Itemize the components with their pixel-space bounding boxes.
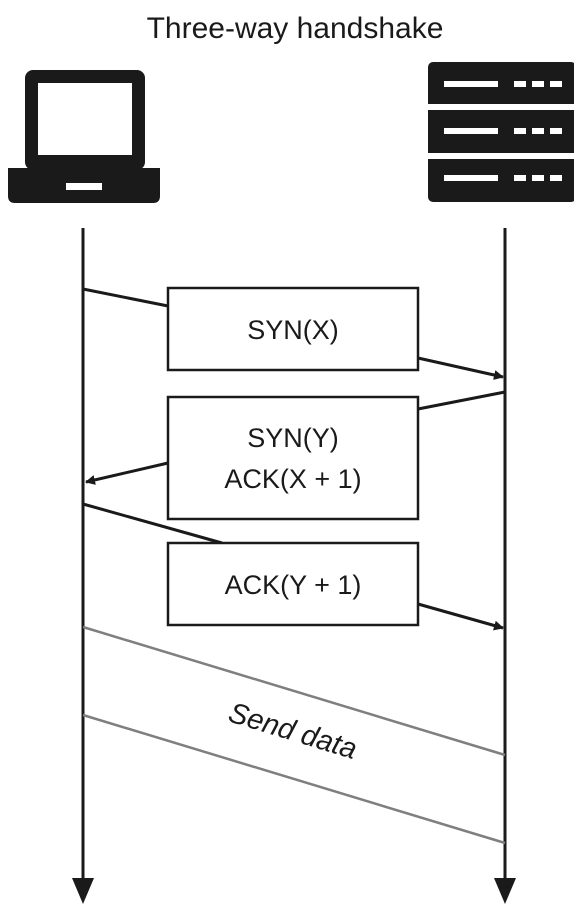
server-lifeline (494, 228, 516, 904)
ack-arrow-tail (82, 502, 223, 545)
data-band-bottom-edge (82, 713, 506, 845)
syn-ack-box (166, 395, 420, 521)
syn-ack-label-line1: SYN(Y) (247, 423, 339, 453)
syn-box (166, 286, 420, 372)
client-lifeline (72, 228, 94, 904)
ack-label: ACK(Y + 1) (225, 570, 362, 600)
send-data-label: Send data (225, 697, 361, 766)
syn-message: SYN(X) (82, 286, 504, 380)
syn-arrow-tail (82, 287, 169, 308)
ack-message: ACK(Y + 1) (82, 502, 504, 631)
server-rack-icon (428, 62, 574, 202)
ack-box (166, 541, 420, 627)
syn-ack-message: SYN(Y) ACK(X + 1) (85, 390, 506, 521)
diagram-title: Three-way handshake (147, 12, 444, 45)
data-band-top-edge (82, 625, 506, 757)
syn-label: SYN(X) (247, 315, 339, 345)
syn-ack-label-line2: ACK(X + 1) (224, 464, 361, 494)
send-data-band: Send data (82, 625, 506, 845)
syn-ack-arrow-tail (417, 390, 506, 411)
laptop-icon (8, 70, 160, 203)
ack-arrow (417, 602, 504, 631)
syn-arrow (417, 356, 504, 380)
syn-ack-arrow (85, 461, 169, 485)
